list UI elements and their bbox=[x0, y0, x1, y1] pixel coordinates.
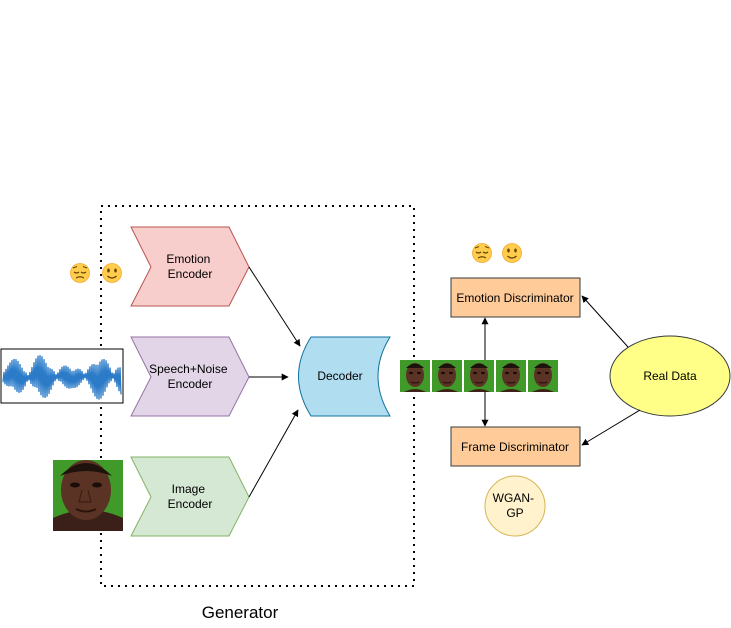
frame-discriminator-label: Frame Discriminator bbox=[461, 440, 569, 454]
smiling-face-emoji-icon bbox=[501, 242, 523, 264]
video-frames-strip-icon bbox=[399, 359, 559, 393]
svg-text:WGAN- GP: WGAN- GP bbox=[493, 491, 538, 520]
real-data-label: Real Data bbox=[643, 369, 697, 383]
svg-text:Speech+Noise Encoder: Speech+Noise Encoder bbox=[149, 362, 231, 391]
face-photo-icon bbox=[53, 460, 123, 531]
image-encoder-block bbox=[130, 456, 250, 537]
generator-label: Generator bbox=[202, 603, 279, 622]
real-data-node bbox=[609, 335, 731, 417]
real-data-to-frame-discriminator-arrow bbox=[581, 409, 641, 446]
emotion-encoder-block bbox=[130, 226, 250, 307]
speech-encoder-label-line2: Encoder bbox=[168, 377, 213, 391]
image-encoder-label-line2: Encoder bbox=[168, 497, 213, 511]
emotion-to-decoder-arrow bbox=[248, 266, 301, 347]
emotion-discriminator-label: Emotion Discriminator bbox=[456, 291, 573, 305]
image-encoder-label-line1: Image bbox=[172, 482, 206, 496]
wgan-gp-label-line2: GP bbox=[506, 506, 523, 520]
svg-text:Emotion Encoder: Emotion Encoder bbox=[166, 252, 213, 281]
decoder-block bbox=[298, 336, 391, 417]
emotion-encoder-label-line2: Encoder bbox=[168, 267, 213, 281]
emotion-discriminator-block bbox=[450, 277, 581, 318]
speech-noise-encoder-block bbox=[130, 336, 250, 417]
speech-waveform-icon bbox=[0, 348, 124, 404]
emotion-encoder-label-line1: Emotion bbox=[166, 252, 210, 266]
svg-text:Image Encoder: Image Encoder bbox=[168, 482, 213, 511]
frame-discriminator-block bbox=[450, 426, 581, 467]
decoder-label: Decoder bbox=[317, 369, 362, 383]
real-data-to-emotion-discriminator-arrow bbox=[581, 295, 629, 348]
image-to-decoder-arrow bbox=[248, 409, 299, 498]
wgan-gp-label-line1: WGAN- bbox=[493, 491, 534, 505]
speech-encoder-label-line1: Speech+Noise bbox=[149, 362, 228, 376]
sad-face-emoji-icon bbox=[471, 242, 493, 264]
smiling-face-emoji-icon bbox=[101, 262, 123, 284]
wgan-gp-node bbox=[484, 475, 546, 537]
sad-face-emoji-icon bbox=[69, 262, 91, 284]
